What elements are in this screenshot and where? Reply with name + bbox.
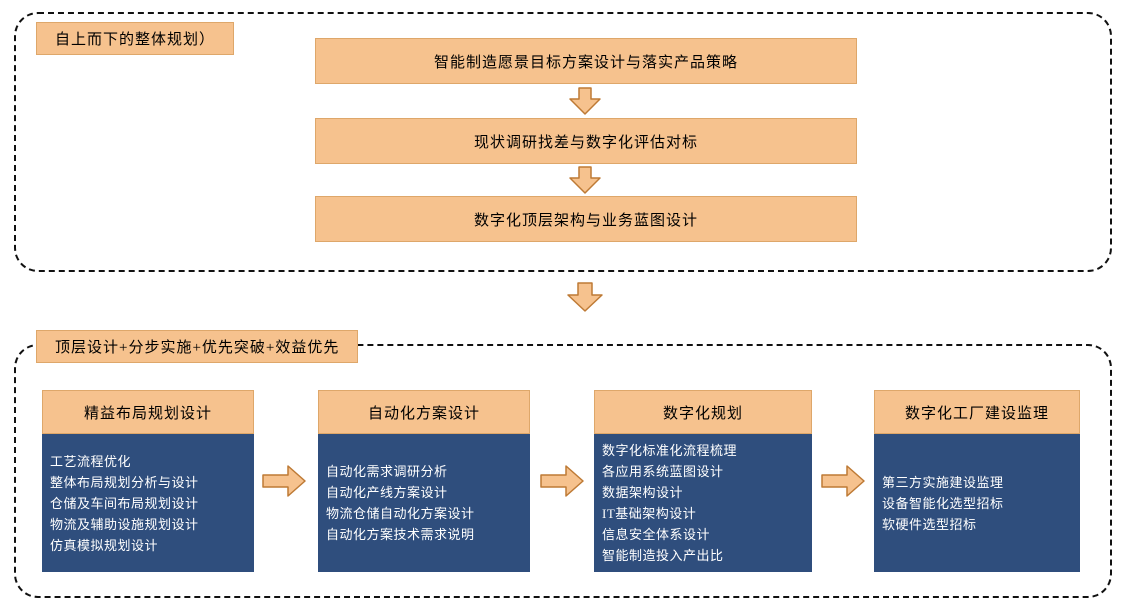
column-item: 仿真模拟规划设计 <box>50 537 159 553</box>
step-box-research: 现状调研找差与数字化评估对标 <box>315 118 857 164</box>
column-body: 数字化标准化流程梳理 各应用系统蓝图设计 数据架构设计 IT基础架构设计 信息安… <box>594 434 812 572</box>
down-arrow-icon <box>569 166 601 194</box>
column-item: 第三方实施建设监理 <box>882 474 1004 490</box>
right-arrow-icon <box>540 465 584 497</box>
column-item: 自动化方案技术需求说明 <box>326 527 475 542</box>
column-item: 数字化标准化流程梳理 <box>602 443 738 458</box>
column-item: 自动化产线方案设计 <box>326 485 448 500</box>
step-box-blueprint: 数字化顶层架构与业务蓝图设计 <box>315 196 857 242</box>
column-body: 自动化需求调研分析 自动化产线方案设计 物流仓储自动化方案设计 自动化方案技术需… <box>318 434 530 572</box>
right-arrow-icon <box>262 465 306 497</box>
column-title: 精益布局规划设计 <box>42 390 254 434</box>
column-lean-layout: 精益布局规划设计 工艺流程优化 整体布局规划分析与设计 仓储及车间布局规划设计 … <box>42 390 254 572</box>
column-item: 物流仓储自动化方案设计 <box>326 506 475 521</box>
column-digitalization: 数字化规划 数字化标准化流程梳理 各应用系统蓝图设计 数据架构设计 IT基础架构… <box>594 390 812 572</box>
column-item: 仓储及车间布局规划设计 <box>50 495 199 511</box>
down-arrow-icon <box>569 87 601 115</box>
section-connector-down-arrow-icon <box>567 282 603 312</box>
column-title: 自动化方案设计 <box>318 390 530 434</box>
column-item: 各应用系统蓝图设计 <box>602 464 724 479</box>
column-title: 数字化规划 <box>594 390 812 434</box>
column-item: IT基础架构设计 <box>602 506 697 521</box>
bottom-section-frame <box>14 344 1112 598</box>
right-arrow-icon <box>821 465 865 497</box>
column-body: 第三方实施建设监理 设备智能化选型招标 软硬件选型招标 <box>874 434 1080 572</box>
column-factory-supervision: 数字化工厂建设监理 第三方实施建设监理 设备智能化选型招标 软硬件选型招标 <box>874 390 1080 572</box>
step-box-vision: 智能制造愿景目标方案设计与落实产品策略 <box>315 38 857 84</box>
column-item: 数据架构设计 <box>602 485 684 500</box>
column-item: 物流及辅助设施规划设计 <box>50 516 199 532</box>
bottom-section-label: 顶层设计+分步实施+优先突破+效益优先 <box>36 330 359 363</box>
column-title: 数字化工厂建设监理 <box>874 390 1080 434</box>
column-item: 工艺流程优化 <box>50 453 132 469</box>
top-section-frame <box>14 12 1112 272</box>
column-body: 工艺流程优化 整体布局规划分析与设计 仓储及车间布局规划设计 物流及辅助设施规划… <box>42 434 254 572</box>
column-automation: 自动化方案设计 自动化需求调研分析 自动化产线方案设计 物流仓储自动化方案设计 … <box>318 390 530 572</box>
top-section-label: 自上而下的整体规划） <box>36 22 235 55</box>
column-item: 自动化需求调研分析 <box>326 464 448 479</box>
column-item: 信息安全体系设计 <box>602 527 711 542</box>
column-item: 软硬件选型招标 <box>882 516 977 532</box>
column-item: 设备智能化选型招标 <box>882 495 1004 511</box>
column-item: 整体布局规划分析与设计 <box>50 474 199 490</box>
column-item: 智能制造投入产出比 <box>602 548 724 563</box>
